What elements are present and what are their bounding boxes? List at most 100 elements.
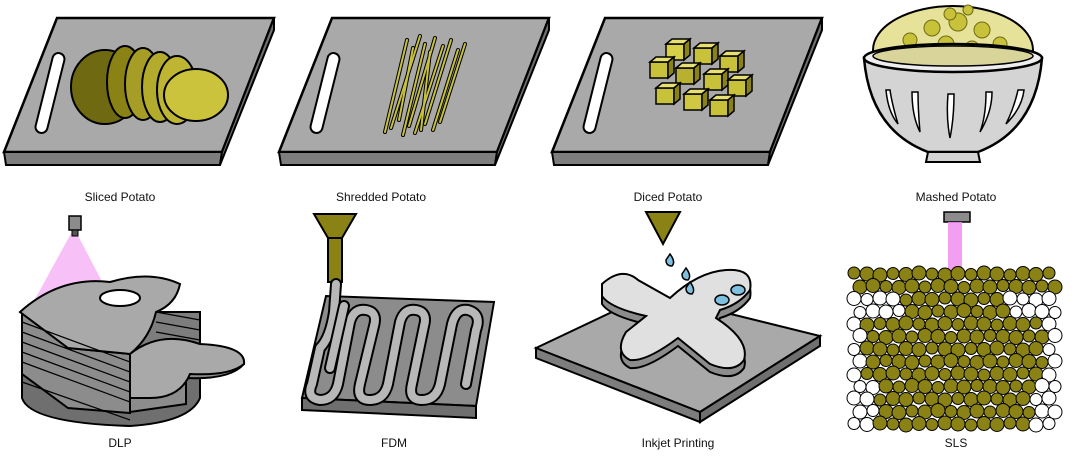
fused-particle bbox=[995, 380, 1011, 395]
fused-particle bbox=[859, 340, 875, 356]
fused-particle bbox=[970, 305, 984, 318]
fused-particle bbox=[1035, 279, 1049, 293]
fused-particle bbox=[911, 265, 927, 281]
fused-particle bbox=[924, 366, 940, 381]
fused-particle bbox=[976, 390, 992, 406]
fused-particle bbox=[872, 341, 888, 357]
fused-particle bbox=[944, 405, 958, 418]
fused-particle bbox=[976, 265, 992, 281]
fused-particle bbox=[917, 305, 933, 320]
fused-particle bbox=[904, 355, 920, 370]
powder-particle bbox=[1034, 378, 1050, 393]
powder-particle bbox=[859, 391, 875, 407]
fused-particle bbox=[995, 303, 1011, 319]
fused-particle bbox=[964, 268, 978, 281]
fused-particle bbox=[996, 279, 1010, 292]
fused-particle bbox=[873, 393, 887, 407]
fused-particle bbox=[1021, 354, 1037, 369]
fused-particle bbox=[885, 391, 901, 406]
fused-particle bbox=[1042, 266, 1056, 280]
fused-particle bbox=[943, 279, 959, 294]
powder-particle bbox=[852, 328, 868, 343]
powder-particle bbox=[853, 306, 867, 319]
fused-particle bbox=[990, 318, 1004, 332]
fused-particle bbox=[925, 341, 939, 355]
fused-particle bbox=[982, 353, 998, 369]
fused-particle bbox=[886, 343, 900, 357]
fused-particle bbox=[937, 415, 953, 431]
powder-particle bbox=[1041, 291, 1057, 306]
sliced-potato-illustration bbox=[0, 0, 280, 180]
fused-particle bbox=[977, 292, 991, 305]
fused-particle bbox=[931, 381, 945, 394]
inkjet-printing-illustration bbox=[530, 208, 830, 438]
powder-particle bbox=[1009, 305, 1023, 319]
fused-particle bbox=[865, 278, 881, 293]
fused-particle bbox=[956, 303, 972, 318]
powder-particle bbox=[865, 303, 881, 319]
fused-particle bbox=[905, 404, 919, 418]
fused-particle bbox=[1003, 416, 1017, 430]
powder-particle bbox=[1048, 380, 1062, 393]
fused-particle bbox=[969, 278, 985, 294]
fused-particle bbox=[912, 391, 926, 405]
fused-particle bbox=[1029, 316, 1043, 330]
fused-particle bbox=[983, 405, 997, 419]
powder-particle bbox=[1002, 290, 1018, 306]
fused-particle bbox=[911, 291, 927, 306]
fused-particle bbox=[1028, 341, 1044, 356]
fused-particle bbox=[917, 379, 933, 394]
fused-particle bbox=[930, 278, 946, 293]
powder-particle bbox=[1034, 403, 1050, 419]
fused-particle bbox=[904, 278, 920, 294]
fused-particle bbox=[885, 365, 901, 381]
fused-particle bbox=[1015, 266, 1031, 281]
powder-particle bbox=[852, 404, 868, 420]
fused-particle bbox=[944, 331, 958, 344]
sls-illustration bbox=[840, 208, 1070, 438]
fused-particle bbox=[898, 392, 914, 407]
powder-particle bbox=[1034, 304, 1050, 319]
fused-particle bbox=[898, 417, 914, 433]
fused-particle bbox=[891, 405, 907, 420]
powder-particle bbox=[1047, 328, 1063, 343]
fused-particle bbox=[982, 279, 998, 295]
powder-particle bbox=[1041, 390, 1057, 406]
mashed-potato-illustration bbox=[850, 0, 1080, 180]
fused-particle bbox=[904, 378, 920, 393]
fused-particle bbox=[1022, 329, 1036, 343]
powder-particle bbox=[1029, 393, 1043, 406]
caption-shredded-potato: Shredded Potato bbox=[335, 190, 427, 204]
fused-particle bbox=[950, 266, 966, 281]
fused-particle bbox=[943, 353, 959, 368]
fused-particle bbox=[878, 378, 894, 394]
powder-particle bbox=[847, 417, 861, 430]
fused-particle bbox=[872, 415, 888, 431]
fused-particle bbox=[931, 304, 945, 318]
fused-particle bbox=[865, 354, 881, 370]
diced-potato-illustration bbox=[548, 0, 828, 180]
fused-particle bbox=[943, 378, 959, 394]
fused-particle bbox=[879, 354, 893, 367]
fused-particle bbox=[950, 365, 966, 381]
fused-particle bbox=[956, 328, 972, 344]
fused-particle bbox=[1008, 404, 1024, 419]
fused-particle bbox=[866, 330, 880, 343]
fused-particle bbox=[1002, 367, 1018, 382]
fused-particle bbox=[930, 329, 946, 344]
fused-particle bbox=[1028, 267, 1044, 282]
fdm-illustration bbox=[290, 208, 520, 438]
powder-particle bbox=[1042, 343, 1056, 356]
fused-particle bbox=[905, 330, 919, 344]
powder-particle bbox=[878, 304, 894, 320]
fused-particle bbox=[918, 280, 932, 294]
caption-inkjet-printing: Inkjet Printing bbox=[641, 436, 715, 450]
caption-sliced-potato: Sliced Potato bbox=[84, 190, 156, 204]
fused-particle bbox=[1022, 406, 1036, 419]
fused-particle bbox=[911, 342, 927, 357]
fused-particle bbox=[950, 416, 966, 432]
powder-particle bbox=[1021, 303, 1037, 318]
powder-particle bbox=[892, 304, 906, 317]
fused-particle bbox=[886, 267, 900, 280]
fused-particle bbox=[930, 403, 946, 418]
